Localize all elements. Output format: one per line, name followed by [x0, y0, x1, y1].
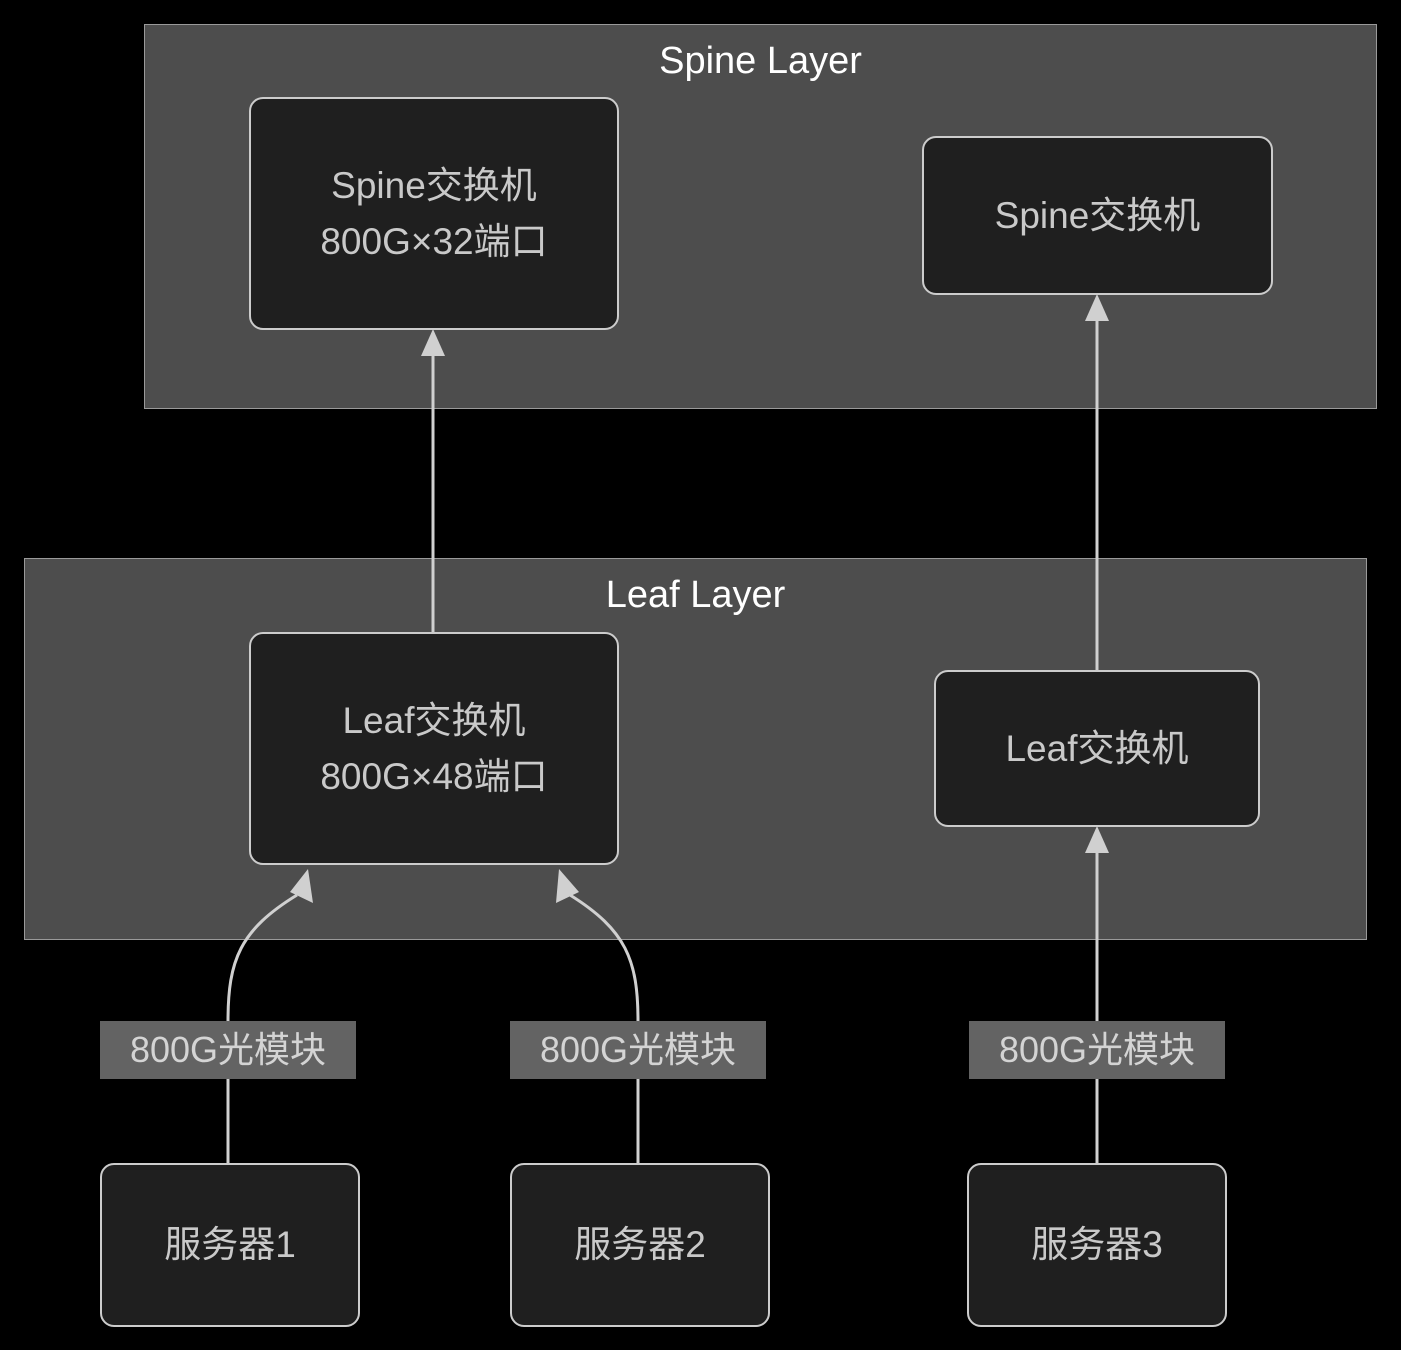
spine-switch-1-label-line1: Spine交换机: [331, 164, 537, 206]
spine-switch-1-label-line2: 800G×32端口: [320, 220, 548, 262]
server-2-label: 服务器2: [574, 1224, 706, 1265]
spine-switch-2-node[interactable]: Spine交换机: [922, 136, 1273, 295]
leaf-switch-1-label-line1: Leaf交换机: [342, 699, 526, 741]
server-1-label: 服务器1: [164, 1224, 296, 1265]
server-3-label: 服务器3: [1031, 1224, 1163, 1265]
spine-switch-1-node[interactable]: Spine交换机 800G×32端口: [249, 97, 619, 330]
edge-label-server3-leaf2: 800G光模块: [969, 1021, 1225, 1079]
spine-layer-title: Spine Layer: [659, 40, 862, 82]
edge-label-server2-leaf1: 800G光模块: [510, 1021, 766, 1079]
spine-switch-2-label-line1: Spine交换机: [994, 194, 1201, 236]
server-3-node[interactable]: 服务器3: [967, 1163, 1227, 1327]
server-1-node[interactable]: 服务器1: [100, 1163, 360, 1327]
leaf-switch-2-node[interactable]: Leaf交换机: [934, 670, 1260, 827]
leaf-layer-title: Leaf Layer: [605, 574, 786, 616]
server-2-node[interactable]: 服务器2: [510, 1163, 770, 1327]
edge-label-server1-leaf1: 800G光模块: [100, 1021, 356, 1079]
leaf-switch-1-node[interactable]: Leaf交换机 800G×48端口: [249, 632, 619, 865]
leaf-switch-2-label-line1: Leaf交换机: [1005, 727, 1189, 769]
leaf-switch-1-label-line2: 800G×48端口: [320, 755, 548, 797]
